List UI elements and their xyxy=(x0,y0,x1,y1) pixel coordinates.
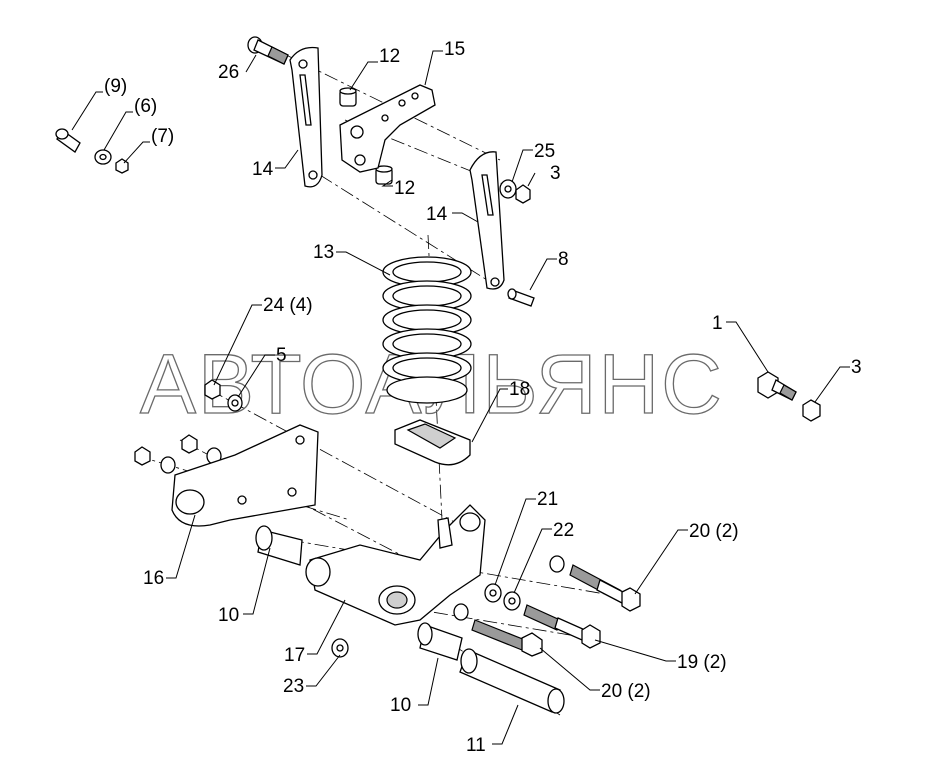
callout-12-bottom: 12 xyxy=(394,178,415,199)
washer-22 xyxy=(453,555,565,621)
callout-10-left: 10 xyxy=(218,605,239,626)
callout-3-right: 3 xyxy=(851,357,862,378)
callout-7: (7) xyxy=(151,126,174,147)
bolt-19 xyxy=(523,604,601,649)
callout-14-right: 14 xyxy=(426,204,448,225)
callout-23: 23 xyxy=(283,676,304,697)
bolt-26 xyxy=(247,36,289,65)
callout-14-left: 14 xyxy=(252,159,274,180)
bolt-20-lower xyxy=(471,619,543,657)
callout-15: 15 xyxy=(444,39,465,60)
spring-seat-18 xyxy=(394,419,471,466)
callout-6: (6) xyxy=(134,96,157,117)
pin-8 xyxy=(507,288,535,307)
callout-26: 26 xyxy=(218,62,239,83)
spring-13 xyxy=(382,256,472,404)
callout-20-upper: 20 (2) xyxy=(689,521,739,542)
bracket-15 xyxy=(339,84,436,173)
bolt-1 xyxy=(757,371,797,401)
washer-21 xyxy=(484,583,502,603)
roller-11 xyxy=(459,648,565,714)
nut-3-top xyxy=(515,184,531,204)
callout-9: (9) xyxy=(104,76,127,97)
nut-24-upper xyxy=(204,379,221,400)
bushing-10-left xyxy=(255,525,303,566)
callout-13: 13 xyxy=(313,242,334,263)
washer-25 xyxy=(499,179,517,199)
callout-5: 5 xyxy=(276,345,287,366)
callout-17: 17 xyxy=(284,645,305,666)
callout-10-right: 10 xyxy=(390,695,411,716)
leader-lines xyxy=(71,50,850,745)
lever-14-left xyxy=(289,46,323,188)
nut-3-right xyxy=(802,399,821,422)
callout-labels: (9) (6) (7) 26 12 15 14 12 25 3 14 13 8 … xyxy=(104,39,862,756)
callout-11: 11 xyxy=(466,735,486,756)
bushing-12-top xyxy=(339,87,357,107)
callout-16: 16 xyxy=(143,568,164,589)
body-17 xyxy=(305,504,486,626)
callout-20-lower: 20 (2) xyxy=(601,681,651,702)
callout-12-top: 12 xyxy=(379,46,400,67)
callout-19: 19 (2) xyxy=(677,652,727,673)
lever-14-right xyxy=(469,151,505,290)
callout-25: 25 xyxy=(534,141,555,162)
pin-9 xyxy=(55,128,81,153)
callout-18: 18 xyxy=(509,379,530,400)
callout-24: 24 (4) xyxy=(263,295,313,316)
bolt-20-upper xyxy=(569,564,641,612)
washer-5 xyxy=(227,394,243,412)
bushing-10-right xyxy=(417,622,463,661)
callout-21: 21 xyxy=(537,489,558,510)
bushing-12-bottom xyxy=(375,165,393,185)
washer-6 xyxy=(94,149,112,165)
callout-1: 1 xyxy=(712,313,723,334)
callout-3-top: 3 xyxy=(550,163,561,184)
bracket-plate-16 xyxy=(171,424,319,527)
callout-22: 22 xyxy=(553,520,574,541)
callout-8: 8 xyxy=(558,249,569,270)
washer-23 xyxy=(331,638,349,658)
